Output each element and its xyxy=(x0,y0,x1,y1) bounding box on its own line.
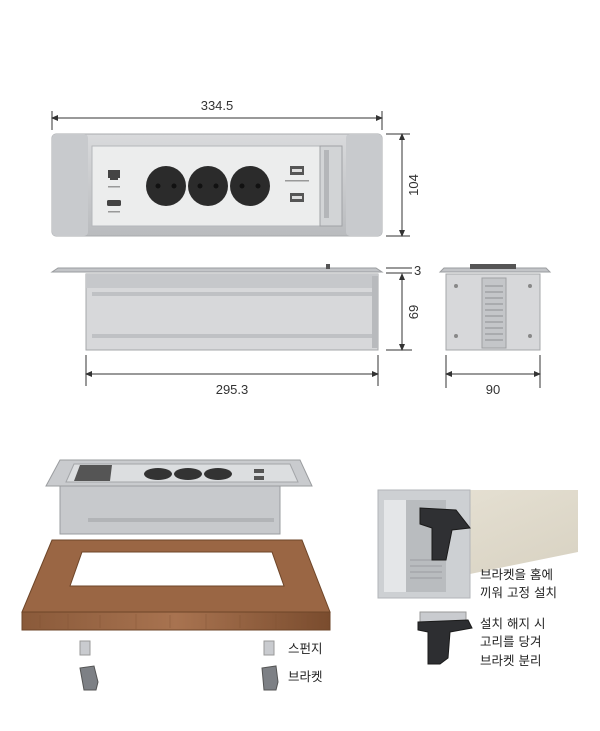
dim-flange: 3 xyxy=(414,263,421,278)
install-detail xyxy=(377,489,578,599)
dim-side-depth: 90 xyxy=(486,382,500,397)
front-panel xyxy=(91,145,343,227)
schuko-socket-icon xyxy=(188,166,228,206)
dim-front-height: 104 xyxy=(406,174,421,196)
end-view: 90 xyxy=(438,264,552,397)
sponge-icon xyxy=(263,640,275,656)
label-install-1: 브라켓을 홈에 xyxy=(480,567,553,582)
schuko-socket-icon xyxy=(230,166,270,206)
schuko-socket-icon xyxy=(146,166,186,206)
dim-body-height: 69 xyxy=(406,305,421,319)
hdmi-port-icon xyxy=(107,200,121,213)
label-install-2: 끼워 고정 설치 xyxy=(480,585,557,600)
label-remove-1: 설치 해지 시 xyxy=(480,616,545,631)
remove-detail xyxy=(417,611,473,665)
bracket-icon xyxy=(261,665,279,691)
assembly-illustration xyxy=(21,459,331,691)
dim-top-width: 334.5 xyxy=(201,98,234,113)
side-view: 3 69 295.3 xyxy=(50,263,421,397)
usb-port-icon xyxy=(290,193,304,202)
front-view: 334.5 xyxy=(51,98,421,237)
label-sponge: 스펀지 xyxy=(288,641,323,656)
bracket-icon xyxy=(79,665,99,691)
usb-port-icon xyxy=(285,166,309,182)
dim-body-width: 295.3 xyxy=(216,382,249,397)
bracket-icon xyxy=(419,507,471,561)
label-remove-2: 고리를 당겨 xyxy=(480,634,541,649)
bracket-icon xyxy=(417,619,473,665)
label-bracket: 브라켓 xyxy=(288,669,323,684)
label-remove-3: 브라켓 분리 xyxy=(480,653,541,668)
lan-port-icon xyxy=(108,170,120,188)
sponge-icon xyxy=(79,640,91,656)
side-flange xyxy=(50,267,384,273)
slide-cover xyxy=(319,145,343,227)
